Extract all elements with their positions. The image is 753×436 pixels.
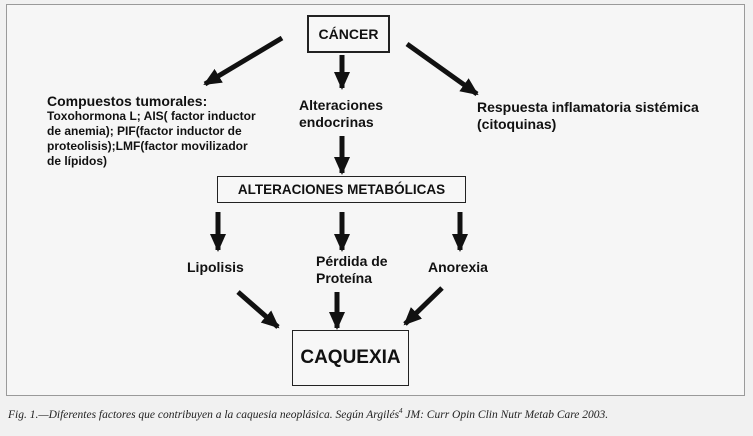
compuestos-title: Compuestos tumorales:	[47, 93, 208, 109]
node-lipolisis: Lipolisis	[187, 260, 244, 275]
caption-suffix: JM: Curr Opin Clin Nutr Metab Care 2003.	[402, 408, 609, 421]
node-respuesta-inflamatoria: Respuesta inflamatoria sistémica (citoqu…	[477, 99, 699, 133]
endocrinas-line: Alteraciones	[299, 97, 384, 113]
anorexia-label: Anorexia	[428, 259, 488, 275]
node-alteraciones-metabolicas: ALTERACIONES METABÓLICAS	[217, 176, 466, 203]
compuestos-line: Toxohormona L; AIS( factor inductor	[47, 109, 256, 123]
perdida-line: Proteína	[316, 270, 373, 286]
compuestos-line: de anemia); PIF(factor inductor de	[47, 124, 242, 138]
arrow-anorexia-to-caquexia	[403, 286, 444, 326]
compuestos-line: de lípidos)	[47, 154, 107, 168]
compuestos-line: proteolisis);LMF(factor movilizador	[47, 139, 248, 153]
figure-caption: Fig. 1.—Diferentes factores que contribu…	[8, 407, 608, 421]
node-caquexia: CAQUEXIA	[292, 330, 409, 386]
caquexia-label: CAQUEXIA	[300, 347, 401, 368]
caption-prefix: Fig. 1.—Diferentes factores que contribu…	[8, 408, 400, 421]
arrow-lipolisis-to-caquexia	[236, 290, 280, 329]
caption-superscript: 4	[399, 407, 403, 415]
respuesta-line: Respuesta inflamatoria sistémica	[477, 99, 699, 115]
perdida-line: Pérdida de	[316, 253, 388, 269]
node-compuestos-tumorales: Compuestos tumorales: Toxohormona L; AIS…	[47, 94, 256, 169]
metabolicas-label: ALTERACIONES METABÓLICAS	[237, 182, 446, 197]
arrow-cancer-to-respuesta	[405, 41, 479, 97]
respuesta-line: (citoquinas)	[477, 116, 557, 132]
lipolisis-label: Lipolisis	[187, 259, 244, 275]
endocrinas-line: endocrinas	[299, 114, 374, 130]
node-cancer-label: CÁNCER	[318, 26, 379, 42]
node-alteraciones-endocrinas: Alteraciones endocrinas	[299, 97, 383, 131]
node-perdida-proteina: Pérdida de Proteína	[316, 253, 388, 287]
node-cancer: CÁNCER	[307, 15, 390, 53]
node-anorexia: Anorexia	[428, 260, 488, 275]
arrow-cancer-to-compuestos	[203, 35, 284, 87]
